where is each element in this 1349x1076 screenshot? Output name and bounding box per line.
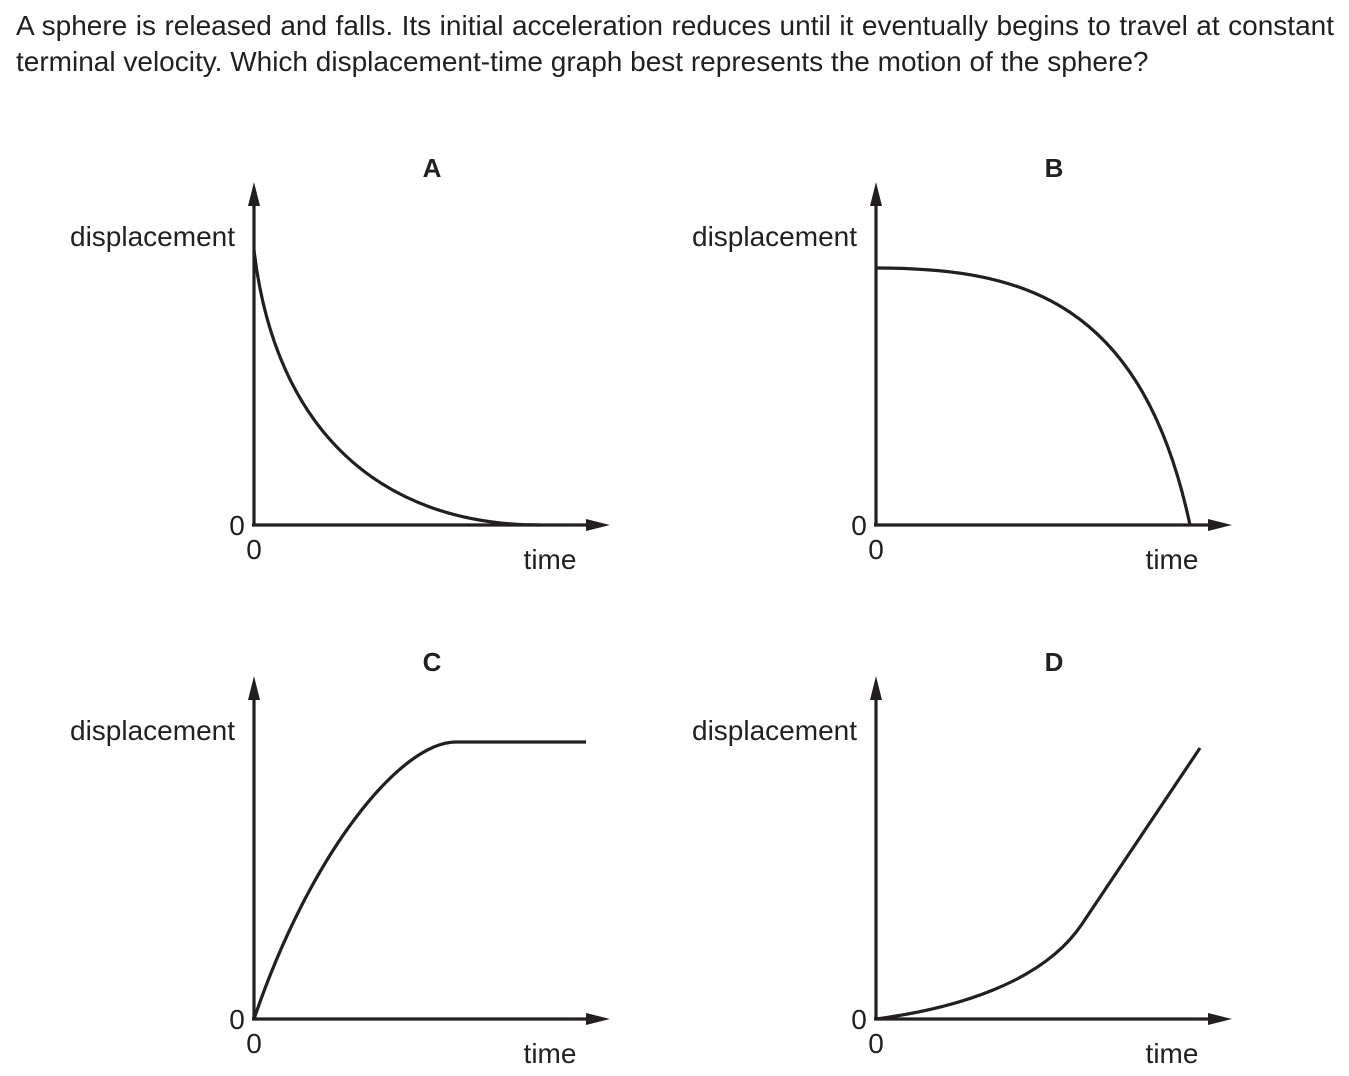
x-origin-label: 0 [246,1028,262,1059]
y-axis-label: displacement [692,715,857,746]
question-text: A sphere is released and falls. Its init… [16,10,1334,77]
x-origin-label: 0 [246,534,262,565]
x-origin-label: 0 [868,1028,884,1059]
option-letter: B [1045,153,1064,183]
x-origin-label: 0 [868,534,884,565]
option-c-graph: C displacement time 0 0 [70,647,610,1069]
x-axis-label: time [524,544,577,575]
y-origin-label: 0 [851,510,867,541]
x-axis-arrowhead [586,1013,610,1025]
option-d-graph: D displacement time 0 0 [692,647,1232,1069]
x-axis-label: time [524,1038,577,1069]
y-axis-arrowhead [870,676,882,700]
displacement-time-curve [875,266,1192,526]
y-axis-label: displacement [70,715,235,746]
y-axis-label: displacement [70,221,235,252]
y-axis-label: displacement [692,221,857,252]
option-letter: C [423,647,442,677]
y-origin-label: 0 [851,1004,867,1035]
y-origin-label: 0 [229,1004,245,1035]
y-axis-arrowhead [248,182,260,206]
option-b-graph: B displacement time 0 0 [692,153,1232,575]
option-a-graph: A displacement time 0 0 [70,153,610,575]
x-axis-arrowhead [586,519,610,531]
displacement-time-curve [252,249,541,527]
x-axis-arrowhead [1208,1013,1232,1025]
y-origin-label: 0 [229,510,245,541]
y-axis-arrowhead [248,676,260,700]
x-axis-label: time [1146,1038,1199,1069]
y-axis-arrowhead [870,182,882,206]
x-axis-label: time [1146,544,1199,575]
displacement-time-curve [252,740,586,1020]
option-letter: A [423,153,442,183]
displacement-time-curve [875,747,1202,1021]
x-axis-arrowhead [1208,519,1232,531]
option-letter: D [1045,647,1064,677]
